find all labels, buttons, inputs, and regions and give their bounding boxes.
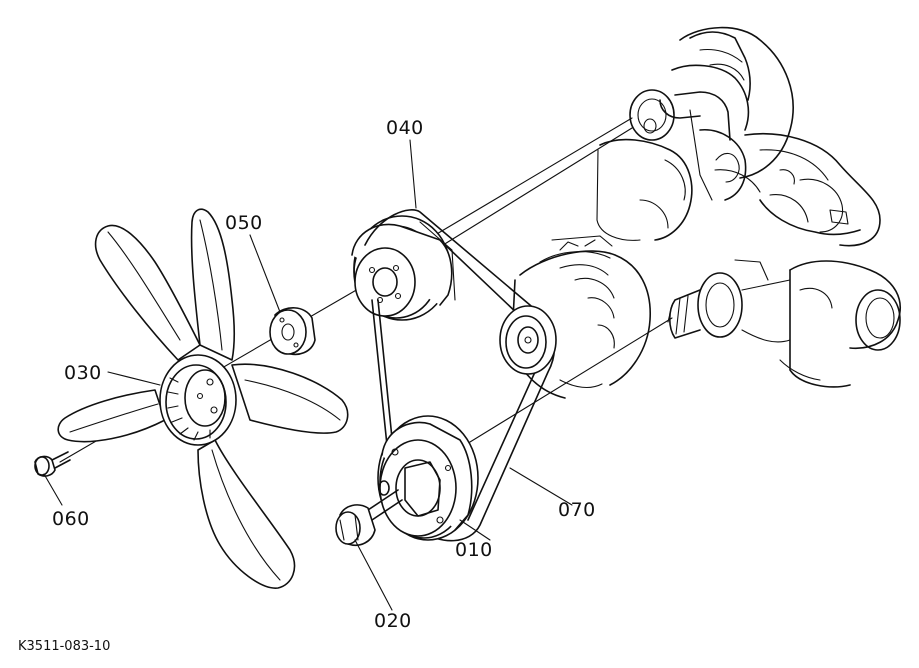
fan-spacer xyxy=(269,307,316,356)
leader-lines xyxy=(43,139,573,611)
cooling-fan xyxy=(57,208,349,589)
engine-block-drawing xyxy=(511,26,901,399)
part-label-070: 070 xyxy=(558,499,596,521)
crankshaft-pulley xyxy=(377,415,479,541)
part-label-060: 060 xyxy=(52,508,90,530)
part-label-040: 040 xyxy=(386,117,424,139)
diagram-code: K3511-083-10 xyxy=(18,639,110,654)
part-label-020: 020 xyxy=(374,610,412,632)
fan-bolt xyxy=(34,451,71,477)
part-label-010: 010 xyxy=(455,539,493,561)
part-label-030: 030 xyxy=(64,362,102,384)
part-label-050: 050 xyxy=(225,212,263,234)
water-pump-pulley xyxy=(351,215,456,321)
crank-bolt xyxy=(335,480,403,546)
alternator-pulley xyxy=(499,305,557,375)
